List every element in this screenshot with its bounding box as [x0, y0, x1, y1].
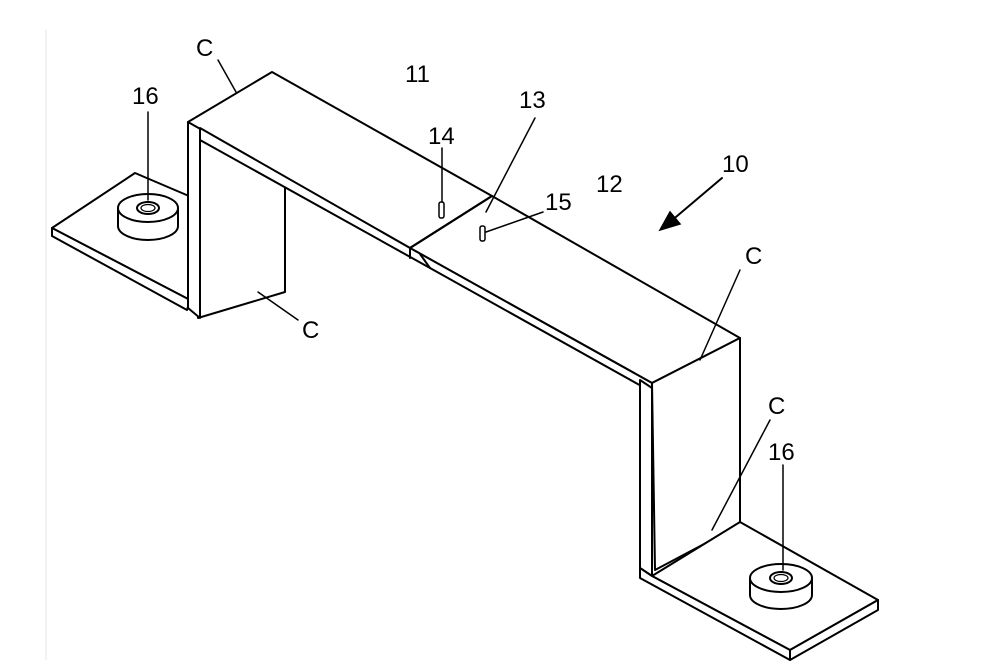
leader-15	[485, 211, 544, 233]
pin-14	[438, 201, 445, 219]
label-12: 12	[596, 171, 623, 198]
nut-right-thread	[769, 571, 793, 585]
pin-15	[479, 225, 486, 242]
label-14: 14	[428, 123, 455, 150]
right-leg-plate	[639, 379, 653, 577]
section-12-top	[409, 195, 741, 384]
joint-step	[419, 253, 431, 269]
right-foot-edge-side	[789, 599, 879, 661]
arrow-10-head	[658, 210, 682, 232]
left-foot	[51, 172, 211, 311]
label-11: 11	[405, 61, 430, 88]
leader-c-right-upper	[699, 269, 741, 361]
leader-lines	[147, 59, 784, 571]
label-16-right: 16	[768, 439, 795, 466]
label-13: 13	[519, 87, 546, 114]
label-c-right-middle: C	[768, 393, 785, 420]
label-15: 15	[545, 189, 572, 216]
leader-c-top-left	[217, 59, 237, 93]
top-bar	[187, 71, 741, 393]
label-c-right-upper: C	[745, 243, 762, 270]
labels: C 16 C 11 14 13 15 12 10 C C 16	[132, 35, 795, 466]
left-leg-plate	[187, 121, 201, 319]
left-foot-edge	[51, 227, 191, 311]
joint-line	[409, 195, 493, 249]
nut-left-thread	[136, 201, 160, 215]
nut-left	[117, 193, 179, 241]
arrow-10-shaft	[669, 177, 723, 223]
label-c-left-lower: C	[302, 317, 319, 344]
leader-13	[485, 117, 536, 213]
leader-c-right-middle	[711, 419, 771, 531]
label-10: 10	[722, 151, 749, 178]
label-16-left: 16	[132, 83, 159, 110]
leader-c-left-lower	[257, 291, 299, 321]
label-c-top-left: C	[196, 35, 213, 62]
nut-right	[749, 563, 813, 610]
